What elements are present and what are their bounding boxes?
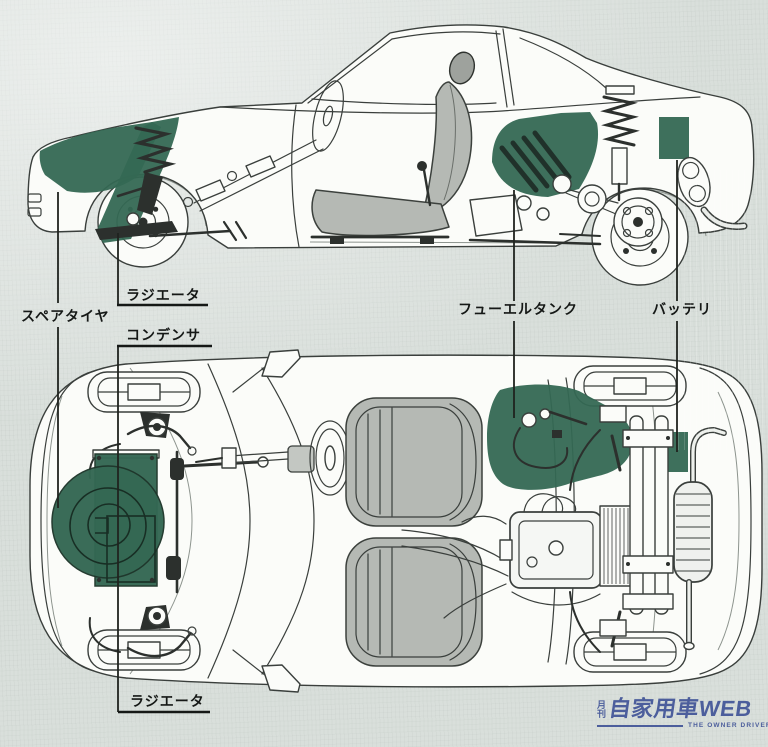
- seat-right-top: [345, 537, 483, 667]
- rear-right-wheel-top: [573, 631, 687, 673]
- label-fuel-tank: フューエルタンク: [458, 301, 578, 317]
- logo-tagline-text: THE OWNER DRIVER: [688, 722, 768, 729]
- side-view-illustration: [27, 24, 755, 286]
- front-suspension-top: [88, 412, 269, 658]
- condenser-notch: [95, 517, 109, 534]
- door-seam: [291, 104, 300, 248]
- intake-hatching: [499, 130, 572, 193]
- engine-side: [468, 174, 663, 247]
- publication-logo: 月刊 自家用車WEB THE OWNER DRIVER: [597, 696, 768, 729]
- door-mirror-left: [261, 349, 301, 378]
- muffler-top: [673, 426, 727, 651]
- front-left-wheel-top: [87, 371, 201, 413]
- front-right-wheel-top: [87, 629, 201, 671]
- leader-lines: [57, 160, 678, 714]
- rear-frame-top: [569, 405, 674, 653]
- windshield-header-line: [261, 367, 315, 675]
- label-radiator-top: ラジエータ: [126, 287, 201, 303]
- door-mirror-right: [261, 664, 301, 693]
- front-suspension-side: [95, 126, 232, 240]
- steering-wheel-top: [195, 420, 351, 496]
- condenser-outline-top: [106, 515, 156, 583]
- rear-strut-side: [600, 85, 640, 202]
- label-battery: バッテリ: [652, 301, 712, 317]
- logo-prefix-text: 月刊: [597, 700, 607, 719]
- seat-side: [310, 51, 476, 244]
- spare-tire-highlight-top: [51, 449, 165, 587]
- shift-cables: [401, 529, 509, 577]
- exhaust-tip-top: [683, 641, 695, 651]
- gear-shifter-side: [417, 161, 432, 207]
- logo-underline: [597, 724, 683, 727]
- rear-vent-side: [677, 156, 711, 208]
- seat-left-top: [345, 397, 483, 527]
- fuel-tank-highlight-side: [492, 112, 599, 197]
- battery-highlight-side: [659, 117, 689, 159]
- steering-wheel-side: [182, 80, 344, 242]
- top-view-illustration: [29, 349, 763, 693]
- label-condenser: コンデンサ: [126, 327, 201, 343]
- label-radiator-bottom: ラジエータ: [130, 693, 205, 709]
- cowl-line: [207, 363, 251, 679]
- exhaust-side: [700, 206, 748, 230]
- fuel-filler-detail: [512, 408, 588, 469]
- label-spare-tire: スペアタイヤ: [21, 308, 110, 324]
- logo-main-text: 自家用車WEB: [607, 696, 754, 721]
